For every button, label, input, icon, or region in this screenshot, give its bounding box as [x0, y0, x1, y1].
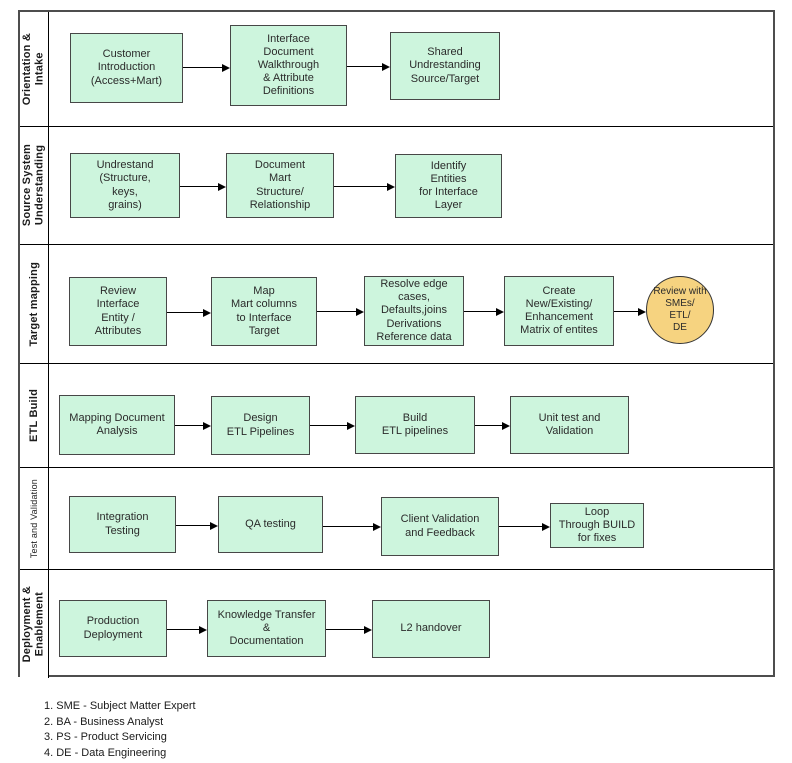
lane-label-test-and-validation: Test and Validation — [20, 468, 49, 569]
process-box-node: Map Mart columns to Interface Target — [211, 277, 317, 346]
process-box-node: Design ETL Pipelines — [211, 396, 310, 455]
flow-arrow — [317, 307, 364, 316]
process-box-node: Unit test and Validation — [510, 396, 629, 454]
lane-content-deployment-enablement: Production Deployment Knowledge Transfer … — [49, 570, 773, 678]
process-box-node: Resolve edge cases, Defaults,joins Deriv… — [364, 276, 464, 346]
flow-arrow — [499, 522, 550, 531]
process-box-node: Mapping Document Analysis — [59, 395, 175, 455]
flow-arrow — [180, 182, 226, 191]
lane-etl-build: ETL Build Mapping Document Analysis Design… — [20, 364, 773, 468]
process-box-node: Knowledge Transfer & Documentation — [207, 600, 326, 657]
lane-label-text: ETL Build — [27, 389, 40, 442]
lane-content-etl-build: Mapping Document Analysis Design ETL Pipe… — [49, 364, 773, 467]
lane-label-text: Target mapping — [27, 261, 40, 347]
lane-content-source-system-understanding: Undrestand (Structure, keys, grains) Docu… — [49, 127, 773, 244]
lane-label-text: Orientation & Intake — [21, 32, 46, 106]
lane-label-source-system-understanding: Source System Understanding — [20, 127, 49, 244]
flow-arrow — [167, 308, 211, 317]
flow-arrow — [464, 307, 504, 316]
flow-arrow — [323, 522, 381, 531]
flow-arrow — [334, 182, 395, 191]
lane-content-target-mapping: Review Interface Entity / Attributes Map … — [49, 245, 773, 363]
lane-label-text: Source System Understanding — [21, 144, 46, 227]
flow-arrow — [614, 307, 646, 316]
review-circle-node: Review with SMEs/ ETL/ DE — [646, 276, 714, 344]
lane-content-orientation-intake: Customer Introduction (Access+Mart) Inter… — [49, 12, 773, 126]
flow-arrow — [175, 421, 211, 430]
flow-arrow — [475, 421, 510, 430]
flow-arrow — [183, 63, 230, 72]
lane-label-etl-build: ETL Build — [20, 364, 49, 467]
process-box-node: Integration Testing — [69, 496, 176, 553]
flow-arrow — [347, 62, 390, 71]
lane-target-mapping: Target mapping Review Interface Entity / … — [20, 245, 773, 364]
flow-arrow — [326, 625, 372, 634]
flow-arrow — [176, 521, 218, 530]
process-box-node: Create New/Existing/ Enhancement Matrix … — [504, 276, 614, 346]
flow-arrow — [310, 421, 355, 430]
lane-label-orientation-intake: Orientation & Intake — [20, 12, 49, 126]
legend-item: 3. PS - Product Servicing — [44, 731, 167, 743]
lane-label-target-mapping: Target mapping — [20, 245, 49, 363]
process-box-node: Undrestand (Structure, keys, grains) — [70, 153, 180, 218]
legend-item: 2. BA - Business Analyst — [44, 715, 164, 728]
process-box-node: Identify Entities for Interface Layer — [395, 154, 502, 218]
process-box-node: Document Mart Structure/ Relationship — [226, 153, 334, 218]
lane-label-deployment-enablement: Deployment & Enablement — [20, 570, 49, 678]
legend-item: 4. DE - Data Engineering — [44, 746, 167, 759]
lane-label-text: Test and Validation — [28, 478, 39, 559]
process-box-node: Production Deployment — [59, 600, 167, 657]
process-box-node: Interface Document Walkthrough & Attribu… — [230, 25, 347, 106]
lane-test-and-validation: Test and Validation Integration Testing QA… — [20, 468, 773, 570]
process-box-node: Build ETL pipelines — [355, 396, 475, 454]
lane-label-text: Deployment & Enablement — [21, 585, 46, 663]
process-box-node: Shared Undrestanding Source/Target — [390, 32, 500, 100]
process-box-node: Review Interface Entity / Attributes — [69, 277, 167, 346]
legend-item: 1. SME - Subject Matter Expert — [44, 700, 196, 712]
abbreviation-legend: 1. SME - Subject Matter Expert 2. BA - Bu… — [44, 699, 196, 761]
lane-content-test-and-validation: Integration Testing QA testing Client Vali… — [49, 468, 773, 569]
flow-arrow — [167, 625, 207, 634]
process-box-node: Client Validation and Feedback — [381, 497, 499, 556]
process-box-node: QA testing — [218, 496, 323, 553]
process-box-node: Loop Through BUILD for fixes — [550, 503, 644, 548]
process-box-node: L2 handover — [372, 600, 490, 658]
process-box-node: Customer Introduction (Access+Mart) — [70, 33, 183, 103]
